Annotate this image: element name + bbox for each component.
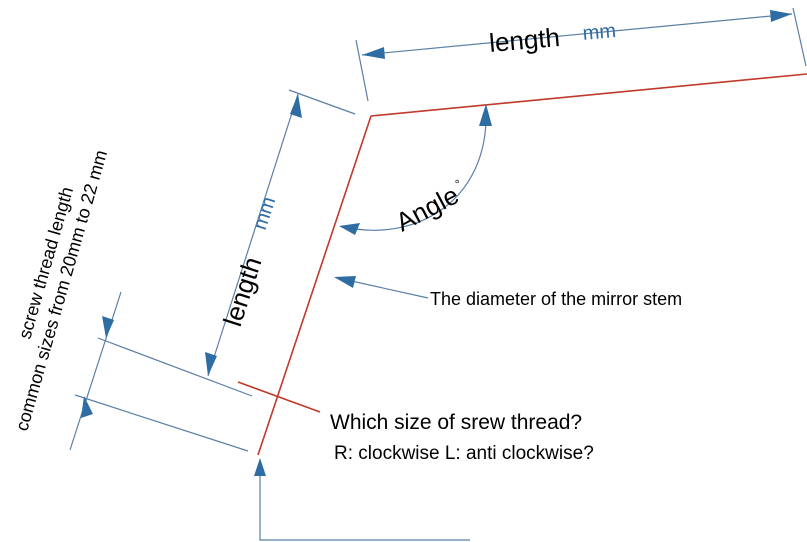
thread-direction-label: R: clockwise L: anti clockwise? [334, 443, 594, 464]
side-length-unit: mm [249, 194, 280, 232]
thread-pointer-arrow [254, 458, 266, 476]
top-extension-right [792, 7, 807, 67]
thread-extension-line [74, 394, 249, 452]
top-extension-left [355, 39, 369, 102]
side-length-label: length [217, 253, 267, 330]
side-dimension-arrow-top [290, 94, 302, 118]
stem-top-segment [370, 73, 807, 117]
diameter-label: The diameter of the mirror stem [430, 289, 682, 309]
top-length-unit: mm [582, 20, 617, 45]
side-dimension-arrow-bottom [205, 352, 217, 376]
diameter-pointer-arrow [334, 276, 356, 288]
top-length-label: length [488, 22, 561, 58]
angle-arc [340, 107, 487, 231]
stem-vertical-segment [257, 115, 372, 456]
thread-pointer-line [259, 472, 470, 541]
top-dimension-arrow-left [362, 47, 385, 59]
thread-question-label: Which size of srew thread? [330, 411, 582, 434]
thread-marker-line [237, 381, 321, 413]
angle-arrow-bottom [339, 223, 360, 235]
angle-arrow-top [479, 104, 492, 126]
side-extension-top [288, 89, 356, 115]
side-dimension-line [207, 93, 299, 377]
angle-degree-mark: ° [453, 176, 464, 191]
angle-label: Angle [391, 180, 464, 238]
top-dimension-line [361, 13, 793, 56]
thread-arrow-bottom [81, 396, 93, 418]
thread-arrow-top [102, 316, 114, 338]
side-extension-bottom [97, 337, 253, 397]
top-dimension-arrow-right [770, 10, 792, 22]
thread-dimension-line [69, 291, 122, 451]
